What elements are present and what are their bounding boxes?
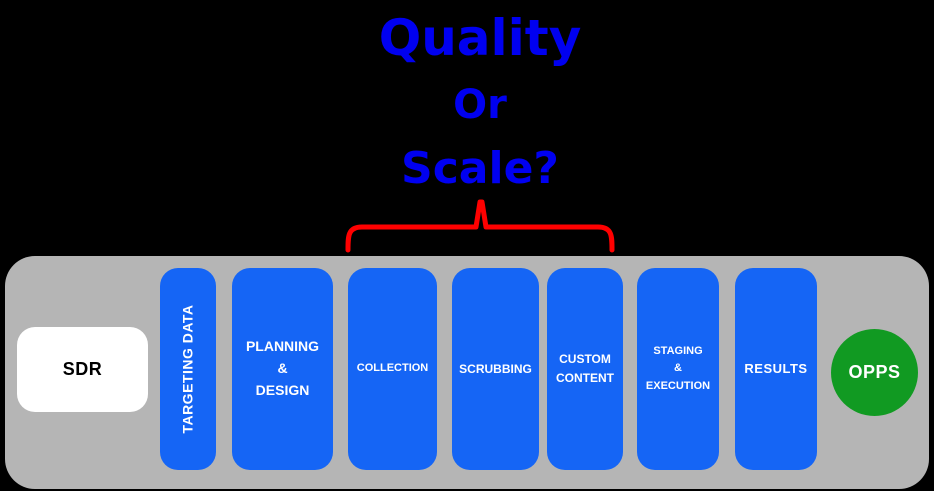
node-sdr: SDR: [17, 327, 148, 412]
stage-planning-design-label: PLANNING & DESIGN: [246, 336, 319, 401]
stage-custom-content-line1: CUSTOM: [559, 352, 611, 367]
stage-custom-content-label: CUSTOM CONTENT: [556, 350, 614, 387]
stage-planning-design-line3: DESIGN: [255, 381, 310, 398]
stage-collection: COLLECTION: [348, 268, 437, 470]
stage-targeting-data: TARGETING DATA: [160, 268, 216, 470]
title-line-quality: Quality: [378, 9, 582, 67]
stage-staging-execution-line3: EXECUTION: [645, 379, 711, 392]
stage-staging-execution-line2: &: [674, 362, 682, 375]
stage-results: RESULTS: [735, 268, 817, 470]
curly-brace-icon: [340, 196, 620, 256]
node-opps: OPPS: [831, 329, 918, 416]
node-opps-label: OPPS: [848, 362, 901, 382]
stage-results-label: RESULTS: [744, 360, 808, 376]
stage-planning-design-line1: PLANNING: [245, 338, 320, 355]
stage-staging-execution: STAGING & EXECUTION: [637, 268, 719, 470]
stage-staging-execution-label: STAGING & EXECUTION: [646, 343, 710, 394]
stage-targeting-data-label: TARGETING DATA: [180, 304, 197, 434]
pipeline-panel: SDR TARGETING DATA PLANNING & DESIGN COL…: [5, 256, 929, 489]
title-line-scale: Scale?: [401, 143, 559, 194]
stage-scrubbing-label: SCRUBBING: [459, 361, 532, 376]
stage-staging-execution-line1: STAGING: [653, 345, 703, 358]
stage-planning-design: PLANNING & DESIGN: [232, 268, 333, 470]
stage-custom-content: CUSTOM CONTENT: [547, 268, 623, 470]
stage-planning-design-line2: &: [277, 360, 288, 377]
stage-scrubbing: SCRUBBING: [452, 268, 539, 470]
page-title: Quality Or Scale?: [13, 0, 934, 204]
title-line-or: Or: [453, 82, 507, 128]
stage-collection-label: COLLECTION: [356, 362, 429, 375]
node-sdr-label: SDR: [62, 359, 103, 379]
stage-custom-content-line2: CONTENT: [556, 371, 614, 385]
